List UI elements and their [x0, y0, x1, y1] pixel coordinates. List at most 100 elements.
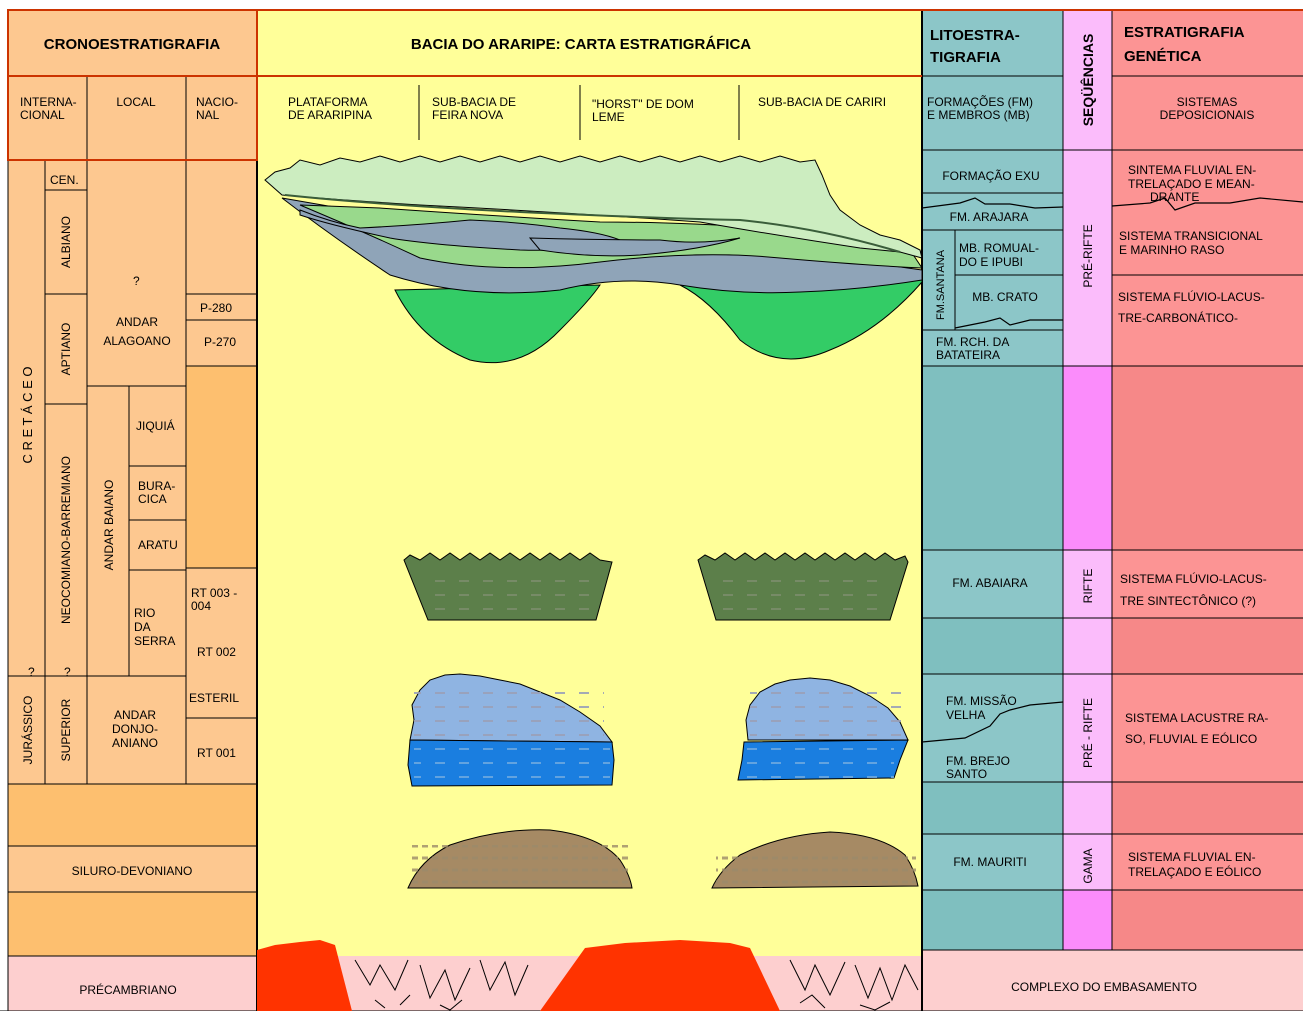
fm-brejo-2: SANTO [946, 767, 987, 781]
chart-title: BACIA DO ARARIPE: CARTA ESTRATIGRÁFICA [411, 36, 751, 53]
gen-transicional-1: SISTEMA TRANSICIONAL [1119, 229, 1263, 243]
seq-gap-1 [1063, 366, 1112, 550]
gen-title-2: GENÉTICA [1124, 48, 1202, 65]
gen-fluvial1-1: SINTEMA FLUVIAL EN- [1128, 163, 1256, 177]
fm-missao-2: VELHA [946, 708, 985, 722]
nacional-1: NACIO- [196, 95, 238, 109]
local-label: LOCAL [116, 95, 156, 109]
gen-gap-4 [1112, 890, 1303, 950]
area-3-line-2: LEME [592, 110, 625, 124]
seq-gap-3 [1063, 782, 1112, 834]
gen-fluvial2-1: SISTEMA FLUVIAL EN- [1128, 850, 1256, 864]
rio-2: DA [134, 620, 151, 634]
albiano-label: ALBIANO [59, 216, 73, 268]
internacional-1: INTERNA- [20, 95, 77, 109]
cretaceo-label: C R E T Á C E O [20, 366, 35, 463]
q-left-2: ? [64, 665, 71, 679]
gen-sintectonico-2: TRE SINTECTÔNICO (?) [1120, 593, 1256, 608]
andar-alagoano-2: ALAGOANO [103, 334, 170, 348]
lito-gap-4 [922, 890, 1063, 950]
precambriano: PRÉCAMBRIANO [79, 982, 176, 997]
fm-arajara: FM. ARAJARA [950, 210, 1029, 224]
lito-gap-3 [922, 782, 1063, 834]
andar-donjoaniano-1: ANDAR [114, 708, 156, 722]
formacoes-1: FORMAÇÕES (FM) [927, 94, 1033, 109]
gen-lacustre-raso-2: SO, FLUVIAL E EÓLICO [1125, 731, 1257, 746]
jiquia: JIQUIÁ [136, 418, 175, 433]
seq-rifte: RIFTE [1081, 569, 1095, 604]
fm-brejo-1: FM. BREJO [946, 754, 1010, 768]
seq-gap-2 [1063, 618, 1112, 674]
gen-lacustre-bg [1112, 674, 1303, 782]
rt002: RT 002 [197, 645, 236, 659]
sistemas-1: SISTEMAS [1177, 95, 1238, 109]
area-3-line-1: "HORST" DE DOM [592, 97, 694, 111]
gen-lacustre-carb-1: SISTEMA FLÚVIO-LACUS- [1118, 289, 1265, 304]
superior-label: SUPERIOR [59, 698, 73, 761]
gen-gap-3 [1112, 782, 1303, 834]
gen-fluvial1-3: DRANTE [1150, 190, 1199, 204]
area-4-line-1: SUB-BACIA DE CARIRI [758, 95, 886, 109]
andar-donjoaniano-2: DONJO- [112, 722, 158, 736]
q-local: ? [133, 274, 140, 288]
nacional-2: NAL [196, 108, 220, 122]
neocomiano-label: NEOCOMIANO-BARREMIANO [59, 456, 73, 624]
lito-gap-1 [922, 366, 1063, 550]
missao-right-texture [750, 692, 904, 738]
jurassico-label: JURÁSSICO [20, 696, 35, 765]
mb-romualdo-2: DO E IPUBI [959, 255, 1023, 269]
p280: P-280 [200, 301, 232, 315]
gen-gap-1 [1112, 366, 1303, 550]
missao-left-texture [414, 690, 604, 740]
fm-batateira-1: FM. RCH. DA [936, 335, 1009, 349]
mauriti-left-texture [412, 845, 630, 888]
fm-missao-1: FM. MISSÃO [946, 694, 1017, 708]
formacoes-2: E MEMBROS (MB) [927, 108, 1030, 122]
brejo-right-texture [742, 746, 894, 778]
q-left-1: ? [28, 665, 35, 679]
mauriti-right-texture [716, 848, 916, 886]
andar-baiano: ANDAR BAIANO [102, 480, 116, 571]
lito-gap-2 [922, 618, 1063, 674]
formacao-exu: FORMAÇÃO EXU [942, 169, 1039, 183]
rio-3: SERRA [134, 634, 175, 648]
seq-gama: GAMA [1081, 848, 1095, 883]
buracica-1: BURA- [138, 479, 175, 493]
andar-alagoano-1: ANDAR [116, 315, 158, 329]
crono-title: CRONOESTRATIGRAFIA [44, 36, 221, 53]
p270: P-270 [204, 335, 236, 349]
abaiara-right-texture [716, 568, 888, 614]
internacional-2: CIONAL [20, 108, 65, 122]
rt003-2: 004 [191, 599, 211, 613]
aratu: ARATU [138, 538, 178, 552]
nacional-dark-block [186, 366, 257, 568]
brejo-left-texture [414, 746, 610, 782]
aptiano-label: APTIANO [59, 323, 73, 376]
seq-pre-rifte-1: PRÉ-RIFTE [1080, 224, 1095, 287]
lito-title-2: TIGRAFIA [930, 49, 1001, 66]
rio-1: RIO [134, 606, 155, 620]
gen-sintectonico-1: SISTEMA FLÚVIO-LACUS- [1120, 571, 1267, 586]
paleozoic-block-1 [8, 784, 257, 846]
andar-donjoaniano-3: ANIANO [112, 736, 158, 750]
area-1-line-2: DE ARARIPINA [288, 108, 372, 122]
area-2-line-2: FEIRA NOVA [432, 108, 503, 122]
mb-crato: MB. CRATO [972, 290, 1038, 304]
buracica-2: CICA [138, 492, 167, 506]
area-1-line-1: PLATAFORMA [288, 95, 368, 109]
fm-santana: FM.SANTANA [935, 249, 947, 320]
seq-pre-rifte-2: PRÉ - RIFTE [1080, 698, 1095, 768]
gen-lacustre-carb-2: TRE-CARBONÁTICO- [1118, 310, 1238, 325]
gen-fluvial2-2: TRELAÇADO E EÓLICO [1128, 864, 1261, 879]
basin-panel-bg [257, 10, 922, 956]
gen-gap-2 [1112, 618, 1303, 674]
abaiara-left-texture [424, 568, 600, 614]
mb-romualdo-1: MB. ROMUAL- [959, 241, 1039, 255]
seq-gap-4 [1063, 890, 1112, 950]
area-2-line-1: SUB-BACIA DE [432, 95, 516, 109]
gen-title-1: ESTRATIGRAFIA [1124, 24, 1245, 41]
paleozoic-block-2 [8, 892, 257, 956]
siluro-devoniano: SILURO-DEVONIANO [72, 864, 193, 878]
seq-title: SEQÜÊNCIAS [1079, 34, 1096, 127]
